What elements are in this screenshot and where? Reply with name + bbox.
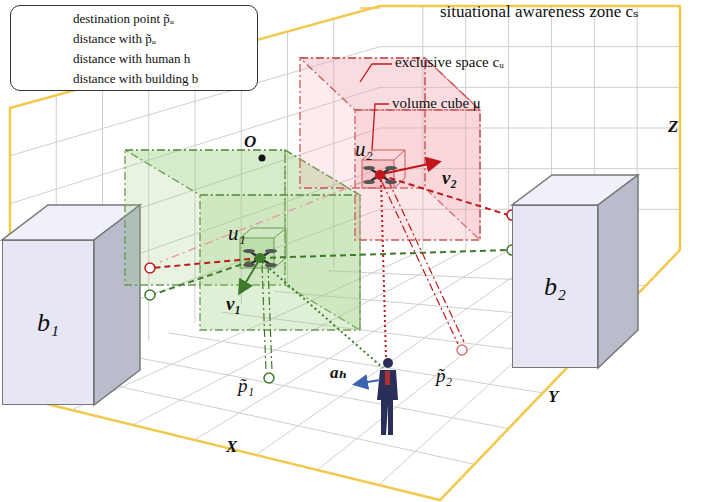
- destination-label: p̃₂: [436, 366, 452, 387]
- legend-box: destination point p̃ᵤ distance with p̃ᵤ di…: [10, 5, 258, 91]
- uav-label: u₁: [228, 222, 246, 245]
- origin-label: O: [244, 133, 256, 152]
- axis-label: Y: [548, 388, 558, 407]
- human-figure: [356, 358, 398, 435]
- callout-label: exclusive space cᵤ: [395, 54, 504, 71]
- building-label: b₁: [37, 308, 59, 338]
- building-side: [598, 175, 638, 368]
- legend-text: distance with building b: [73, 71, 198, 87]
- legend-text: distance with human h: [73, 51, 190, 67]
- uav-label: u₂: [355, 138, 373, 161]
- grid-lines: [10, 6, 680, 485]
- zone-label: situational awareness zone cₛ: [440, 3, 639, 22]
- exclusive-space-red: [300, 58, 480, 240]
- building-label: b₂: [544, 272, 566, 302]
- legend-text: destination point p̃ᵤ: [73, 11, 174, 27]
- axis-label: X: [226, 438, 237, 457]
- axis-label: Z: [668, 118, 678, 137]
- acceleration-label: aₕ: [330, 364, 347, 383]
- velocity-label: v₁: [226, 294, 241, 315]
- building-box: b₂: [512, 205, 598, 368]
- callout-label: volume cube μ: [392, 95, 481, 112]
- legend-text: distance with p̃ᵤ: [73, 31, 156, 47]
- building-box: b₁: [2, 240, 94, 405]
- velocity-label: v₂: [442, 168, 457, 189]
- destination-label: p̃₁: [238, 376, 254, 397]
